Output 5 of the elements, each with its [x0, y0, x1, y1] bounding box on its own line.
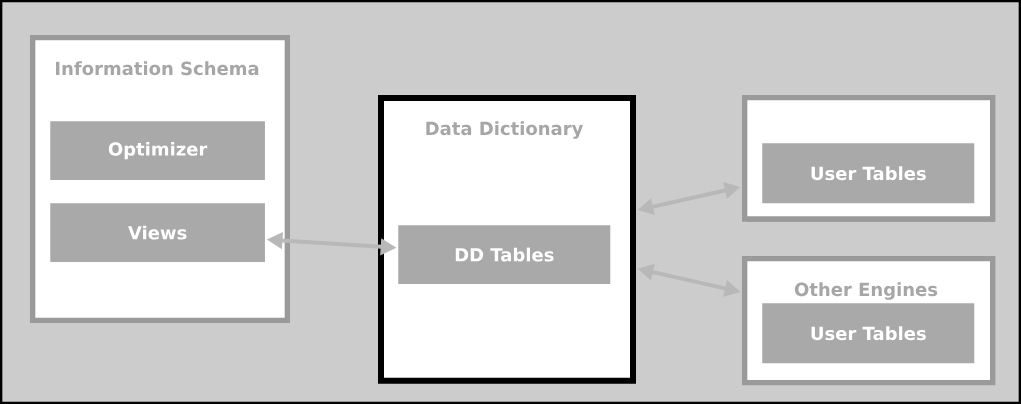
table-box: DD Tables: [398, 225, 611, 284]
table-box: User Tables: [762, 303, 975, 364]
table-box: Views: [50, 203, 265, 262]
table-box: User Tables: [762, 143, 975, 204]
table-box: Optimizer: [50, 121, 265, 180]
